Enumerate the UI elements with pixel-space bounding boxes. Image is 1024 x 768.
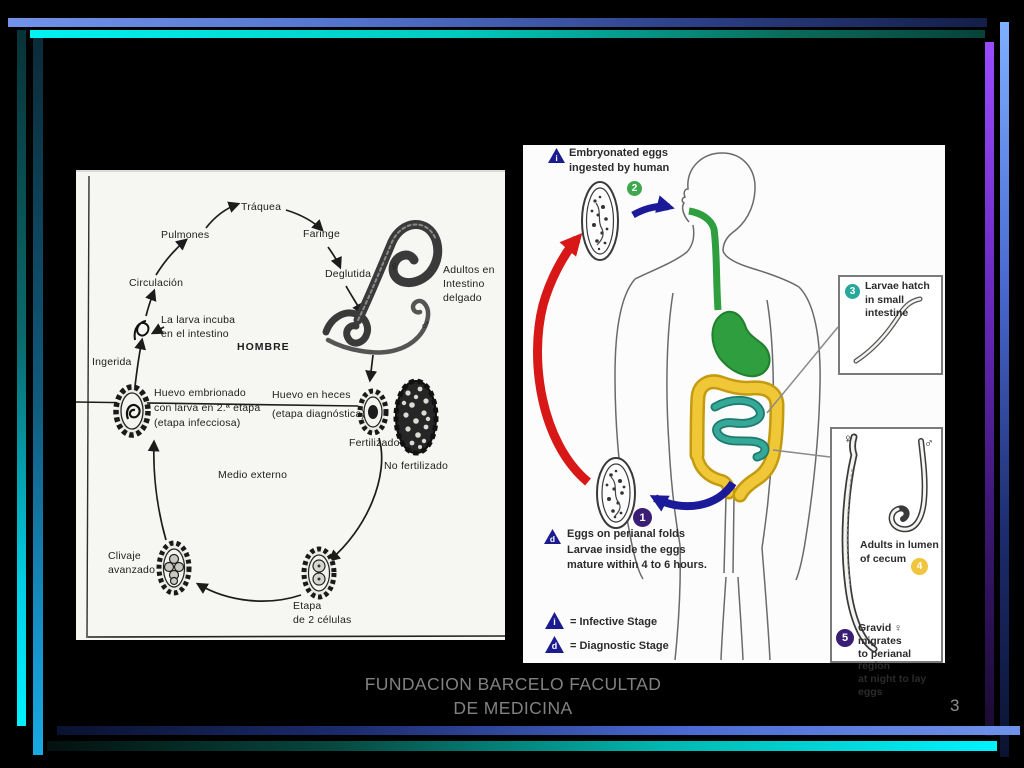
label-stepd: Eggs on perianal folds Larvae inside the…: [567, 528, 707, 571]
female-symbol: ♀: [843, 431, 853, 446]
label-no-fertilizado: No fertilizado: [384, 460, 449, 472]
label-step2: Embryonated eggs ingested by human: [569, 147, 670, 174]
slide-footer: FUNDACION BARCELO FACULTAD DE MEDICINA: [364, 674, 662, 718]
border-top-cyan-bar: [30, 30, 985, 38]
label-clivaje: Clivaje avanzado: [108, 550, 156, 576]
ascaris-lifecycle-diagram: Tráquea Pulmones Faringe Circulación Deg…: [76, 170, 505, 640]
label-adultos: Adultos en Intestino delgado: [443, 264, 495, 304]
label-huevo-embrionado: Huevo embrionado con larva en 2.ª etapa …: [154, 387, 261, 429]
page-number: 3: [950, 696, 960, 715]
egg-embryonated: [113, 384, 151, 438]
border-bottom-blue-bar: [57, 726, 1020, 735]
blue-deposition-arrow: [649, 480, 737, 512]
border-bottom-cyan-bar: [47, 741, 997, 751]
border-top-blue-bar: [8, 18, 987, 27]
larvae-hatch-box: 3 Larvae hatch in small intestine: [838, 275, 943, 375]
label-larva-incuba: La larva incuba en el intestino: [161, 314, 236, 340]
label-hombre: HOMBRE: [237, 341, 290, 353]
triangle-letter: d: [551, 641, 558, 651]
small-intestine: [710, 396, 770, 462]
border-left-blue-bar: [33, 38, 43, 755]
egg-two-cell-stage: [301, 546, 337, 600]
larva-drawing: [853, 296, 923, 364]
label-faringe: Faringe: [303, 228, 341, 240]
egg-bottom: [596, 457, 636, 529]
step4-badge: 4: [911, 558, 928, 575]
label-huevo-heces: Huevo en heces (etapa diagnóstica): [272, 389, 366, 420]
triangle-letter: d: [549, 533, 556, 544]
label-circulacion: Circulación: [129, 277, 184, 289]
step1-badge: 1: [633, 508, 652, 527]
label-medio-externo: Medio externo: [218, 469, 288, 481]
egg-fertilized: [357, 388, 389, 436]
egg-advanced-cleavage: [156, 540, 192, 596]
larva-squiggle: [133, 320, 150, 341]
human-body-outline: [614, 152, 821, 661]
label-pulmones: Pulmones: [161, 229, 210, 241]
label-deglutida: Deglutida: [325, 268, 372, 280]
adult-pinworms-drawing: [841, 433, 928, 653]
blue-ingestion-arrow: [631, 195, 675, 219]
label-dos-celulas: Etapa de 2 células: [293, 600, 352, 626]
egg-unfertilized: [393, 378, 439, 456]
male-symbol: ♂: [420, 316, 431, 332]
label-step5: Gravid ♀ migrates to perianal region at …: [858, 622, 927, 698]
enterobius-artwork: [533, 152, 839, 661]
label-fertilizado: Fertilizado: [349, 437, 400, 449]
triangle-letter: i: [553, 617, 556, 627]
label-ingerida: Ingerida: [92, 356, 132, 368]
step5-badge: 5: [836, 629, 854, 647]
adult-worms-drawing: [322, 220, 443, 355]
ascaris-artwork: [76, 170, 505, 639]
label-step3: Larvae hatch in small intestine: [865, 280, 930, 319]
step3-badge: 3: [845, 284, 860, 299]
female-symbol: ♀: [389, 258, 400, 274]
label-step4: Adults in lumen of cecum: [860, 539, 939, 565]
stomach-esophagus: [688, 207, 771, 378]
border-right-purple-bar: [985, 42, 994, 736]
legend-diagnostic-label: = Diagnostic Stage: [570, 640, 669, 652]
border-left-cyan-bar: [17, 30, 26, 726]
label-traquea: Tráquea: [241, 201, 282, 213]
enterobius-lifecycle-diagram: i Embryonated eggs ingested by human 2 1…: [523, 145, 945, 698]
step2-badge: 2: [627, 181, 642, 196]
callout-connector-lines: [766, 326, 839, 458]
male-symbol: ♂: [924, 435, 934, 450]
egg-top: [581, 181, 619, 261]
border-right-blue-bar: [1000, 22, 1009, 757]
adults-box: ♀ ♂ Adults in lumen of cecum 4 5 Gravid …: [830, 427, 943, 698]
red-recontamination-arrow: [533, 232, 591, 486]
triangle-letter: i: [555, 152, 558, 163]
legend-infective-label: = Infective Stage: [570, 616, 658, 628]
